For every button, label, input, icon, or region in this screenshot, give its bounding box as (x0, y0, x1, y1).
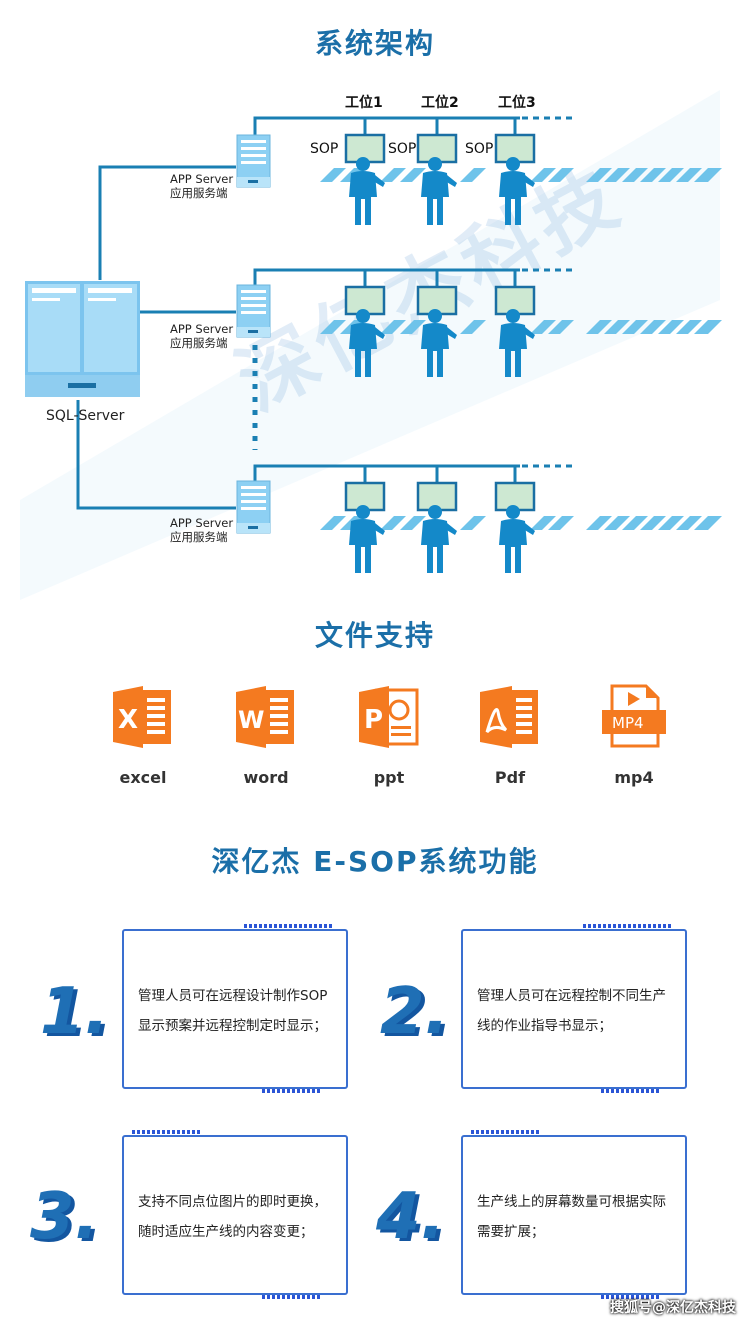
feature-box-4: 生产线上的屏幕数量可根据实际需要扩展； (461, 1130, 687, 1299)
file-ppt: P ppt (334, 684, 444, 787)
sql-server-label: SQL-Server (46, 408, 125, 424)
file-pdf: Pdf (455, 684, 565, 787)
ppt-icon: P (359, 686, 419, 748)
excel-icon: X (113, 686, 171, 748)
svg-text:工位1: 工位1 (345, 94, 383, 111)
file-label: mp4 (614, 768, 654, 787)
file-mp4: MP4 mp4 (579, 684, 689, 787)
feature-number: 4. (376, 1180, 445, 1254)
svg-text:SOP: SOP (465, 141, 493, 157)
word-icon: W (236, 686, 294, 748)
svg-text:应用服务端: 应用服务端 (170, 530, 228, 544)
feature-text: 管理人员可在远程控制不同生产线的作业指导书显示； (477, 988, 666, 1034)
svg-text:X: X (118, 705, 138, 735)
svg-text:工位3: 工位3 (498, 94, 536, 111)
file-label: Pdf (494, 768, 526, 787)
svg-text:SOP: SOP (388, 141, 416, 157)
svg-text:应用服务端: 应用服务端 (170, 186, 228, 200)
feature-text: 生产线上的屏幕数量可根据实际需要扩展； (477, 1194, 666, 1240)
feature-number: 3. (30, 1180, 99, 1254)
file-label: excel (119, 768, 167, 787)
svg-text:W: W (238, 706, 264, 734)
svg-text:APP Server: APP Server (170, 322, 233, 336)
file-support-title: 文件支持 (314, 619, 435, 652)
feature-box-1: 管理人员可在远程设计制作SOP显示预案并远程控制定时显示； (122, 924, 348, 1093)
svg-text:应用服务端: 应用服务端 (170, 336, 228, 350)
feature-text: 管理人员可在远程设计制作SOP显示预案并远程控制定时显示； (138, 988, 328, 1034)
feature-text: 支持不同点位图片的即时更换，随时适应生产线的内容变更； (138, 1194, 327, 1240)
footer-watermark: 搜狐号@深亿杰科技 (610, 1300, 736, 1316)
sql-server-icon (25, 281, 140, 397)
functions-title: 深亿杰 E-SOP系统功能 (211, 845, 539, 878)
pdf-icon (480, 686, 538, 748)
feature-box-2: 管理人员可在远程控制不同生产线的作业指导书显示； (461, 924, 687, 1093)
feature-box-3: 支持不同点位图片的即时更换，随时适应生产线的内容变更； (122, 1130, 348, 1299)
feature-number: 2. (380, 975, 449, 1049)
svg-text:APP Server: APP Server (170, 516, 233, 530)
file-excel: X excel (88, 684, 198, 787)
svg-text:SOP: SOP (310, 141, 338, 157)
svg-text:工位2: 工位2 (421, 94, 459, 111)
file-word: W word (211, 684, 321, 787)
svg-text:P: P (364, 705, 383, 735)
mp4-icon: MP4 (602, 684, 666, 748)
svg-text:MP4: MP4 (612, 714, 644, 732)
feature-number: 1. (40, 975, 109, 1049)
file-label: ppt (373, 768, 405, 787)
svg-text:APP Server: APP Server (170, 172, 233, 186)
file-label: word (243, 768, 289, 787)
architecture-title: 系统架构 (314, 27, 435, 60)
